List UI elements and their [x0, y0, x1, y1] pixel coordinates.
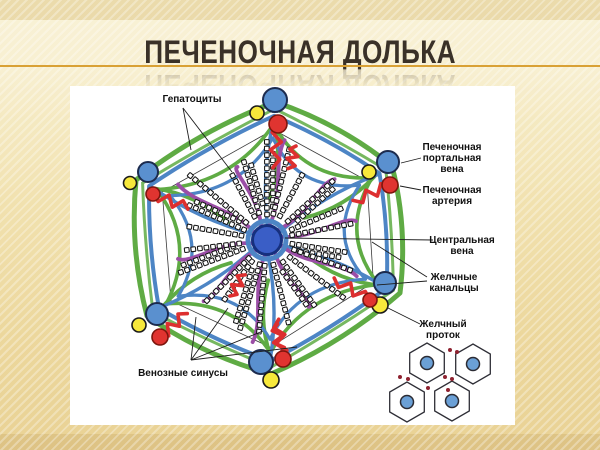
leader-venous-sinuses-3	[190, 330, 264, 361]
label-central-vein-line2: вена	[450, 246, 474, 257]
slide-title-text: ПЕЧЕНОЧНАЯ ДОЛЬКА	[144, 34, 456, 70]
leader-hepatocytes-1	[182, 107, 192, 151]
diagram-panel: Гепатоциты Печеночная портальная вена Пе…	[70, 86, 515, 425]
label-central-vein-line1: Центральная	[429, 235, 495, 246]
title-underline	[0, 65, 600, 67]
leader-venous-sinuses-4	[190, 346, 298, 361]
label-bile-canaliculi-line1: Желчные	[430, 272, 478, 283]
hepatocyte-chains	[177, 139, 354, 335]
leader-bile-duct	[387, 307, 421, 325]
label-hepatic-artery-line2: артерия	[432, 196, 472, 207]
portal-triads	[122, 87, 400, 389]
label-hepatic-artery-line1: Печеночная	[422, 185, 481, 196]
leader-hepatocytes-2	[182, 107, 233, 173]
label-portal-vein-line1: Печеночная	[422, 142, 481, 153]
leader-bile-canaliculi-1	[371, 241, 428, 278]
hepatic-lobule-figure: Гепатоциты Печеночная портальная вена Пе…	[122, 87, 495, 423]
leader-central-vein	[284, 237, 434, 241]
leader-bile-canaliculi-2	[376, 280, 428, 286]
label-leader-lines	[182, 107, 434, 361]
label-portal-vein-line3: вена	[440, 164, 464, 175]
leader-hepatic-artery	[399, 185, 422, 191]
label-bile-canaliculi-line2: канальцы	[429, 283, 478, 294]
adjacent-lobules-inset	[389, 342, 491, 423]
slide-title: ПЕЧЕНОЧНАЯ ДОЛЬКА	[0, 36, 600, 68]
label-portal-vein-line2: портальная	[423, 153, 482, 164]
label-bile-duct-line2: проток	[426, 330, 461, 341]
label-bile-duct-line1: Желчный	[418, 319, 466, 330]
diagram-labels: Гепатоциты Печеночная портальная вена Пе…	[138, 94, 495, 379]
leader-venous-sinuses-1	[190, 316, 197, 361]
central-vein	[245, 218, 289, 262]
label-hepatocytes: Гепатоциты	[163, 94, 222, 105]
lobule-inner-outline	[161, 129, 374, 348]
leader-venous-sinuses-2	[190, 307, 229, 361]
label-venous-sinuses: Венозные синусы	[138, 368, 228, 379]
leader-portal-vein	[400, 157, 422, 164]
